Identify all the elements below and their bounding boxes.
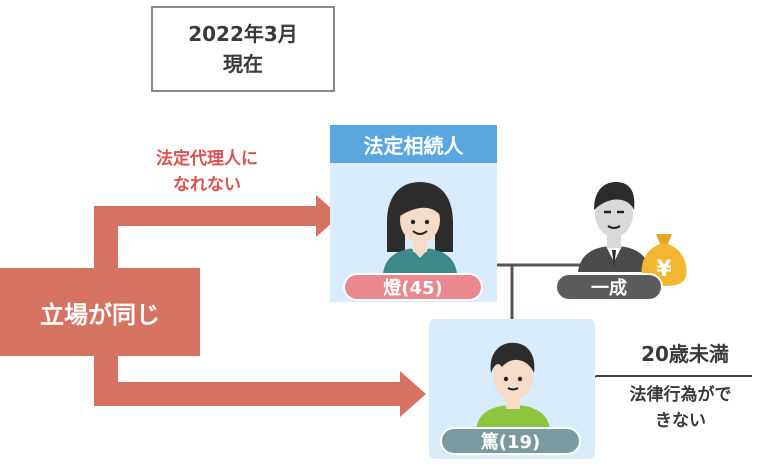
no-legal-acts-line1: 法律行為がで (629, 385, 732, 405)
child-name: 篤(19) (480, 432, 541, 453)
mother-name: 燈(45) (383, 278, 443, 299)
as-of-text: 現在 (223, 52, 263, 76)
child-name-pill: 篤(19) (440, 427, 581, 455)
same-position-box: 立場が同じ (0, 268, 200, 356)
no-legal-acts-line2: きない (655, 411, 706, 431)
guardian-note-line1: 法定代理人に (156, 149, 258, 169)
woman-avatar-icon (383, 182, 457, 274)
man-avatar-icon (578, 182, 650, 272)
date-box: 2022年3月 現在 (151, 6, 335, 92)
no-legal-acts-note: 法律行為がで きない (602, 382, 759, 434)
legal-heir-header: 法定相続人 (330, 125, 497, 163)
lower-arrow (94, 356, 426, 417)
date-text: 2022年3月 (188, 22, 298, 46)
svg-text:¥: ¥ (656, 257, 672, 282)
mother-name-pill: 燈(45) (343, 273, 483, 301)
child-avatar-icon (476, 342, 550, 429)
father-name: 一成 (591, 278, 627, 299)
upper-arrow (94, 195, 340, 268)
father-name-pill: 一成 (555, 273, 663, 301)
under-20-label: 20歳未満 (641, 342, 729, 366)
guardian-note-line2: なれない (173, 175, 241, 195)
guardian-note: 法定代理人に なれない (122, 146, 292, 198)
legal-heir-label: 法定相続人 (363, 133, 464, 158)
same-position-label: 立場が同じ (40, 300, 160, 329)
